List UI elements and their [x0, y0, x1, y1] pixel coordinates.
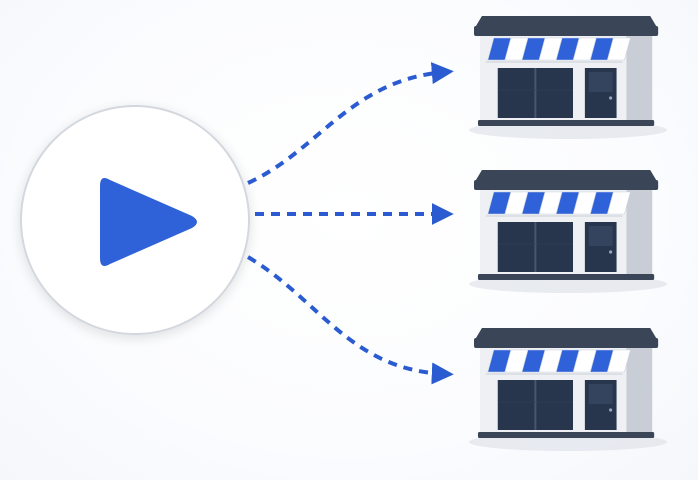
- storefront-icon: [469, 328, 668, 451]
- play-icon[interactable]: [100, 178, 197, 266]
- awning-stripe: [607, 37, 631, 61]
- storefront-top: [469, 16, 668, 139]
- source-node: [20, 105, 250, 335]
- connector-arrow-bottom: [246, 255, 454, 385]
- awning-stripe: [607, 349, 631, 373]
- connector-arrow-top: [247, 62, 454, 185]
- storefront-icon: [469, 16, 668, 139]
- connectors: [246, 62, 454, 385]
- awning-stripe: [607, 191, 631, 215]
- storefront-icon: [469, 170, 668, 293]
- storefront-bottom: [469, 328, 668, 451]
- storefront-middle: [469, 170, 668, 293]
